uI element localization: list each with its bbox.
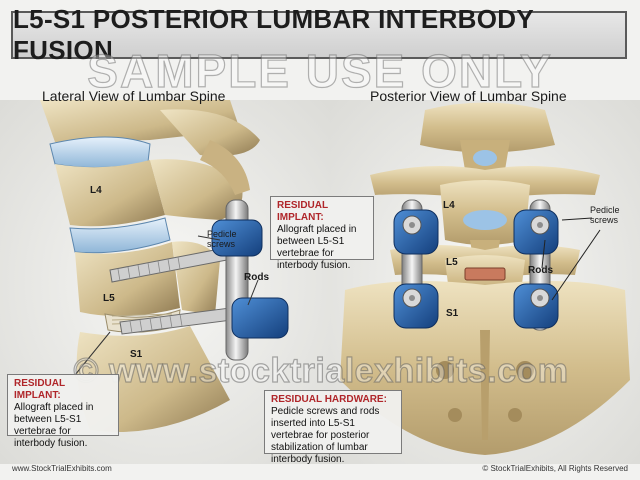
posterior-label-s1: S1: [446, 308, 459, 319]
lateral-label-rods: Rods: [244, 272, 269, 283]
footer-copyright: © StockTrialExhibits, All Rights Reserve…: [482, 464, 628, 473]
callout-residual-implant-lateral: RESIDUAL IMPLANT: Allograft placed in be…: [7, 374, 119, 449]
callout-text: Pedicle screws and rods inserted into L5…: [271, 406, 380, 465]
lateral-spine-illustration: [0, 100, 330, 464]
callout-text: Allograft placed in between L5-S1 verteb…: [14, 402, 94, 449]
callout-residual-hardware: RESIDUAL HARDWARE: Pedicle screws and ro…: [264, 390, 402, 465]
callout-heading: RESIDUAL IMPLANT:: [277, 200, 328, 223]
posterior-view-label: Posterior View of Lumbar Spine: [370, 88, 567, 104]
lateral-label-l4: L4: [90, 185, 102, 196]
callout-text: Allograft placed in between L5-S1 verteb…: [277, 224, 357, 271]
callout-heading: RESIDUAL IMPLANT:: [14, 378, 65, 401]
lateral-label-s1: S1: [130, 349, 143, 360]
posterior-label-rods: Rods: [528, 265, 553, 276]
posterior-label-pedicle-screws: Pedicle screws: [590, 205, 620, 225]
page-title: L5-S1 POSTERIOR LUMBAR INTERBODY FUSION: [13, 4, 534, 65]
posterior-spine-illustration: [330, 100, 640, 464]
callout-heading: RESIDUAL HARDWARE:: [271, 394, 387, 405]
callout-residual-implant-posterior: RESIDUAL IMPLANT: Allograft placed in be…: [270, 196, 374, 271]
footer-website: www.StockTrialExhibits.com: [12, 464, 112, 473]
title-banner: L5-S1 POSTERIOR LUMBAR INTERBODY FUSION: [11, 4, 627, 65]
lateral-label-pedicle-screws: Pedicle screws: [207, 229, 237, 249]
lateral-label-l5: L5: [103, 293, 115, 304]
lateral-view-label: Lateral View of Lumbar Spine: [42, 88, 226, 104]
posterior-label-l5: L5: [446, 257, 458, 268]
posterior-label-l4: L4: [443, 200, 455, 211]
